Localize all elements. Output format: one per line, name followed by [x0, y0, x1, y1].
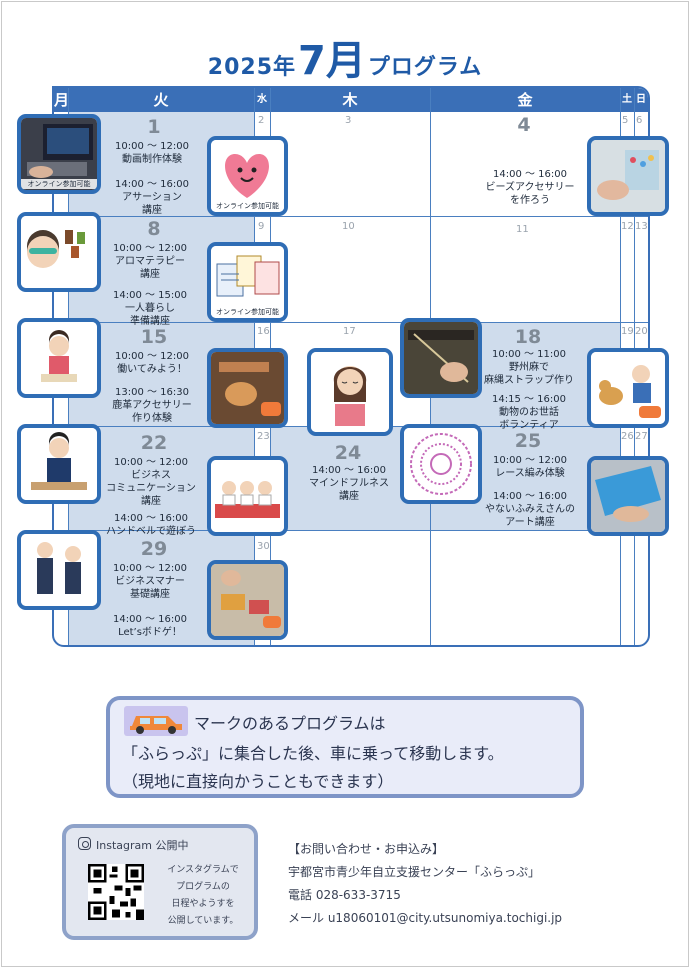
contact-organization: 宇都宮市青少年自立支援センター「ふらっぷ」	[288, 865, 541, 879]
car-notice: マークのあるプログラムは 「ふらっぷ」に集合した後、車に乗って移動します。 （現…	[106, 696, 584, 798]
bills-illustration: オンライン参加可能	[207, 242, 288, 322]
day-number: 13	[635, 221, 648, 232]
aromatherapy-illustration	[17, 212, 101, 292]
header-thu: 木	[270, 88, 430, 112]
day-number-big: 29	[140, 538, 168, 560]
notice-line-2: 「ふらっぷ」に集合した後、車に乗って移動します。	[122, 744, 504, 763]
day-number: 6	[636, 115, 643, 126]
contact-info: 【お問い合わせ・お申込み】 宇都宮市青少年自立支援センター「ふらっぷ」 電話 0…	[288, 838, 562, 930]
contact-email[interactable]: メール u18060101@city.utsunomiya.tochigi.jp	[288, 911, 563, 925]
day-number: 20	[635, 326, 648, 337]
contact-heading: 【お問い合わせ・お申込み】	[288, 842, 445, 856]
handbell-illustration	[207, 456, 288, 536]
contact-phone[interactable]: 電話 028-633-3715	[288, 888, 401, 902]
title-year: 2025年	[207, 55, 297, 80]
day-number: 16	[257, 326, 270, 337]
animal-care-illustration	[587, 348, 669, 428]
day-number: 12	[621, 221, 634, 232]
notice-line-1: マークのあるプログラムは	[194, 714, 386, 733]
business-manner-illustration	[17, 530, 101, 610]
header-wed: 水	[254, 88, 270, 112]
board-game-photo	[207, 560, 288, 640]
worker-illustration	[17, 318, 101, 398]
header-tue: 火	[68, 88, 254, 112]
day-number: 26	[621, 431, 634, 442]
day-number-big: 15	[140, 326, 168, 348]
day-number-big: 24	[334, 442, 362, 464]
header-sat: 土	[620, 88, 634, 112]
day-number: 11	[516, 224, 529, 235]
qr-code[interactable]	[88, 864, 144, 920]
day-number: 9	[258, 221, 265, 232]
car-icon	[124, 706, 188, 736]
day-number: 2	[258, 115, 265, 126]
day-number-big: 22	[140, 432, 168, 454]
hemp-strap-photo	[400, 318, 482, 398]
header-mon: 月	[54, 88, 68, 112]
art-workshop-photo	[587, 456, 669, 536]
day-number-big: 25	[514, 430, 542, 452]
day-number: 23	[257, 431, 270, 442]
title-suffix: プログラム	[367, 55, 483, 80]
instagram-heading: Instagram 公開中	[96, 839, 189, 852]
day-number: 17	[343, 326, 356, 337]
heart-illustration: オンライン参加可能	[207, 136, 288, 216]
day-number-big: 1	[147, 116, 161, 138]
instagram-box: Instagram 公開中 インスタグラムでプログラムの日程やようすを公開してい…	[62, 824, 258, 940]
instagram-description: インスタグラムでプログラムの日程やようすを公開しています。	[167, 865, 239, 926]
video-editing-photo: オンライン参加可能	[17, 114, 101, 194]
day-number: 27	[635, 431, 648, 442]
day-number-big: 4	[517, 114, 531, 136]
day-number-big: 8	[147, 218, 161, 240]
bead-accessory-photo	[587, 136, 669, 216]
header-sun: 日	[634, 88, 648, 112]
page-title: 2025年7月プログラム	[0, 28, 690, 86]
lace-doily-illustration	[400, 424, 482, 504]
day-number: 19	[621, 326, 634, 337]
day-number-big: 18	[514, 326, 542, 348]
mindfulness-illustration	[307, 348, 393, 436]
notice-line-3: （現地に直接向かうこともできます）	[122, 772, 394, 791]
business-call-illustration	[17, 424, 101, 504]
header-fri: 金	[430, 88, 620, 112]
day-number: 10	[342, 221, 355, 232]
instagram-icon	[78, 837, 91, 850]
day-number: 3	[345, 115, 352, 126]
leather-accessory-photo	[207, 348, 288, 428]
title-month: 7月	[298, 38, 366, 84]
day-number: 30	[257, 541, 270, 552]
day-number: 5	[622, 115, 629, 126]
